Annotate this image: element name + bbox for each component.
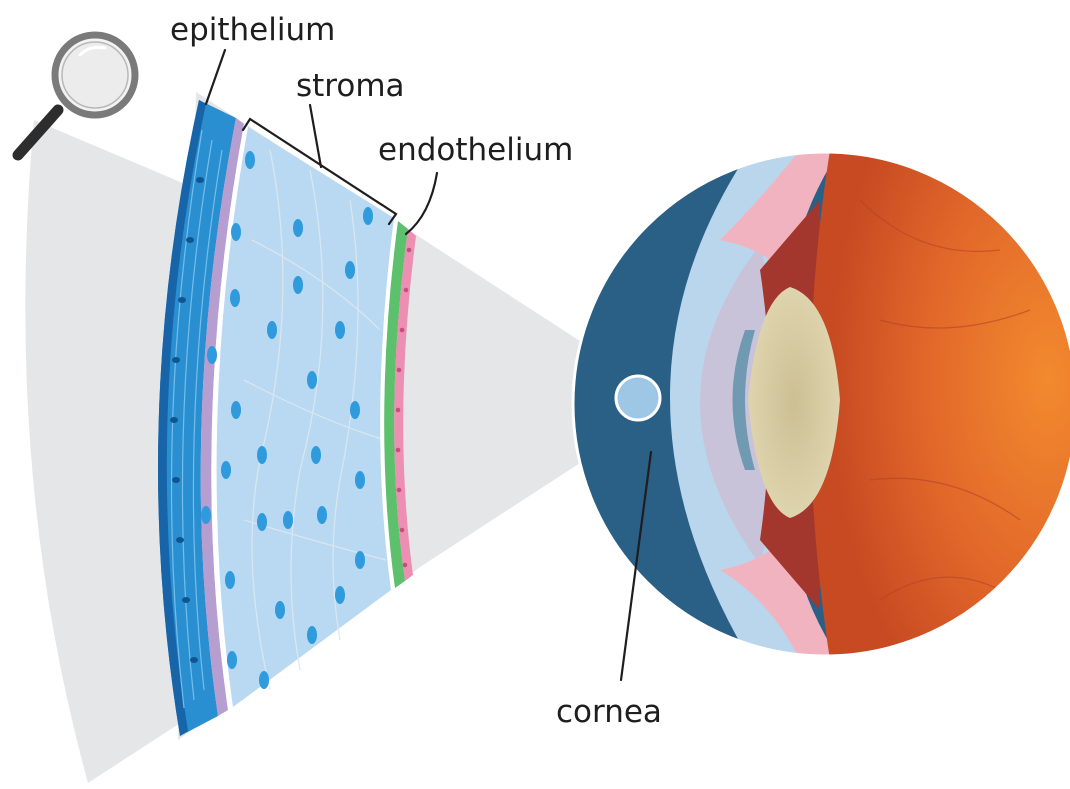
endothelium-leader [406, 173, 437, 234]
label-stroma: stroma [296, 68, 405, 104]
retina [810, 150, 1070, 660]
label-cornea: cornea [556, 694, 662, 730]
label-endothelium: endothelium [378, 132, 573, 168]
epithelium-leader [206, 50, 225, 104]
magnifying-glass-icon [18, 35, 135, 155]
zoom-focus-circle [616, 376, 660, 420]
cornea-cross-section [158, 100, 416, 736]
stroma-leader [310, 105, 321, 167]
label-epithelium: epithelium [170, 12, 335, 48]
